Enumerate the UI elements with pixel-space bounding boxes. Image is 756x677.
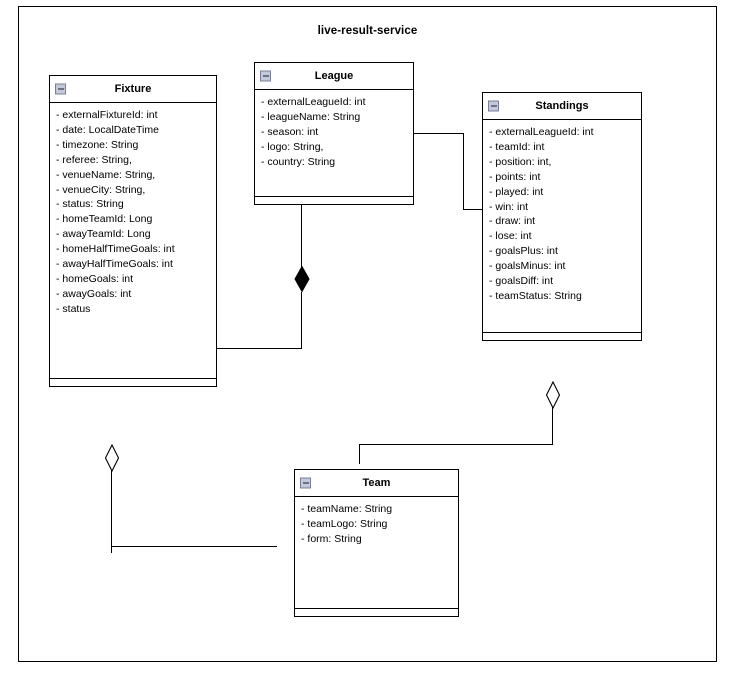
uml-class-team-header: Team — [295, 470, 458, 497]
edge-standings-team-drop — [359, 444, 361, 464]
minus-glyph — [490, 105, 497, 107]
uml-class-league-attributes: - externalLeagueId: int - leagueName: St… — [255, 90, 413, 197]
edge-league-fixture-vertical — [301, 199, 303, 279]
collapse-minus-icon[interactable] — [300, 477, 311, 489]
uml-class-team-title: Team — [362, 477, 391, 489]
uml-class-league-title: League — [314, 70, 354, 82]
attribute-row: - timezone: String — [56, 138, 139, 151]
uml-class-standings[interactable]: Standings - externalLeagueId: int - team… — [482, 92, 642, 341]
attribute-row: - teamId: int — [489, 140, 545, 153]
uml-class-fixture-operations — [50, 379, 216, 386]
attribute-row: - teamStatus: String — [489, 289, 582, 302]
uml-class-fixture-title: Fixture — [114, 83, 152, 95]
attribute-row: - goalsDiff: int — [489, 275, 553, 288]
edge-league-standings-top — [396, 133, 464, 135]
attribute-row: - lose: int — [489, 230, 532, 243]
attribute-row: - teamName: String — [301, 503, 393, 515]
uml-class-team[interactable]: Team - teamName: String - teamLogo: Stri… — [294, 469, 459, 617]
attribute-row: - leagueName: String — [261, 110, 361, 123]
attribute-row: - venueCity: String, — [56, 183, 146, 196]
uml-class-standings-title: Standings — [535, 100, 589, 112]
edge-fixture-team-vertical — [111, 470, 113, 553]
collapse-minus-icon[interactable] — [260, 70, 271, 82]
uml-class-league[interactable]: League - externalLeagueId: int - leagueN… — [254, 62, 414, 205]
diagram-title: live-result-service — [317, 25, 418, 37]
uml-class-fixture[interactable]: Fixture - externalFixtureId: int - date:… — [49, 75, 217, 387]
minus-glyph — [57, 88, 64, 90]
attribute-row: - status: String — [56, 198, 124, 211]
diagram-frame: live-result-service — [18, 6, 717, 662]
attribute-row: - referee: String, — [56, 153, 132, 166]
composition-filled-diamond-icon — [294, 266, 310, 293]
edge-league-standings-vertical — [463, 133, 465, 210]
attribute-row: - homeGoals: int — [56, 272, 134, 285]
attribute-row: - date: LocalDateTime — [56, 123, 159, 136]
attribute-row: - awayGoals: int — [56, 287, 132, 300]
uml-class-league-header: League — [255, 63, 413, 90]
attribute-row: - goalsMinus: int — [489, 260, 566, 273]
attribute-row: - teamLogo: String — [301, 517, 388, 530]
uml-class-fixture-header: Fixture — [50, 76, 216, 103]
attribute-row: - goalsPlus: int — [489, 245, 558, 258]
minus-glyph — [302, 482, 309, 484]
attribute-row: - externalLeagueId: int — [489, 126, 594, 138]
uml-class-fixture-attributes: - externalFixtureId: int - date: LocalDa… — [50, 103, 216, 379]
attribute-row: - awayHalfTimeGoals: int — [56, 258, 173, 271]
uml-class-team-operations — [295, 609, 458, 616]
attribute-row: - form: String — [301, 532, 362, 545]
attribute-row: - position: int, — [489, 155, 552, 168]
attribute-row: - draw: int — [489, 215, 536, 228]
minus-glyph — [262, 75, 269, 77]
attribute-row: - played: int — [489, 185, 544, 198]
edge-standings-team-vertical — [552, 407, 554, 445]
attribute-row: - externalLeagueId: int — [261, 96, 366, 108]
collapse-minus-icon[interactable] — [55, 83, 66, 95]
uml-class-standings-operations — [483, 333, 641, 340]
attribute-row: - season: int — [261, 125, 319, 138]
attribute-row: - venueName: String, — [56, 168, 156, 181]
edge-standings-team-horizontal — [359, 444, 553, 446]
attribute-row: - logo: String, — [261, 140, 324, 153]
attribute-row: - awayTeamId: Long — [56, 228, 151, 241]
attribute-row: - points: int — [489, 170, 541, 183]
aggregation-hollow-diamond-fixture-icon — [104, 444, 120, 472]
uml-class-league-operations — [255, 197, 413, 204]
uml-class-standings-attributes: - externalLeagueId: int - teamId: int - … — [483, 120, 641, 333]
edge-league-fixture-horizontal — [200, 348, 302, 350]
attribute-row: - homeTeamId: Long — [56, 213, 153, 226]
attribute-row: - country: String — [261, 155, 336, 168]
edge-fixture-team-horizontal — [111, 546, 277, 548]
collapse-minus-icon[interactable] — [488, 100, 499, 112]
attribute-row: - homeHalfTimeGoals: int — [56, 243, 175, 256]
uml-class-standings-header: Standings — [483, 93, 641, 120]
uml-class-team-attributes: - teamName: String - teamLogo: String - … — [295, 497, 458, 609]
attribute-row: - externalFixtureId: int — [56, 109, 158, 121]
attribute-row: - status — [56, 302, 91, 315]
aggregation-hollow-diamond-standings-icon — [545, 381, 561, 409]
attribute-row: - win: int — [489, 200, 529, 213]
edge-league-fixture-drop — [301, 292, 303, 349]
